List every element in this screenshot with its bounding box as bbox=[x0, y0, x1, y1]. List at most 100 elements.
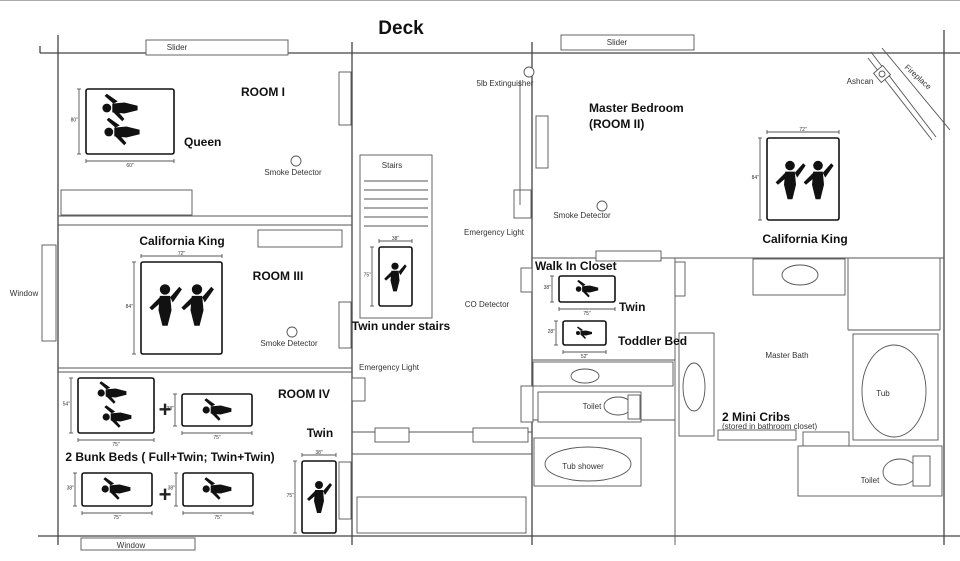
bed-frame bbox=[766, 137, 840, 221]
smoke-detector-1 bbox=[290, 155, 302, 167]
sleeper-icon bbox=[181, 284, 214, 326]
width-dim-label: 38" bbox=[392, 236, 400, 242]
tub-shower-label: Tub shower bbox=[562, 462, 604, 471]
sleeper-icon bbox=[104, 117, 140, 146]
length-dim-label: 80" bbox=[71, 118, 79, 124]
stairs-twin-bed: 38" 75" bbox=[364, 236, 413, 307]
toilet-2-label: Toilet bbox=[861, 476, 880, 485]
california-king-master-label: California King bbox=[762, 232, 847, 246]
labels: Deck Slider Slider 5lb Extinguisher Ashc… bbox=[10, 18, 934, 550]
length-dim-label: 38" bbox=[544, 285, 552, 291]
room4-label: ROOM IV bbox=[278, 387, 330, 401]
plus-2: + bbox=[159, 482, 172, 507]
california-king-3-label: California King bbox=[139, 234, 224, 248]
bunk1-twin-bed: 75" 38" bbox=[167, 393, 253, 441]
toddler-bed: 52"28" bbox=[548, 320, 607, 360]
length-dim-label: 75" bbox=[287, 493, 295, 499]
length-dim-label: 38" bbox=[168, 486, 176, 492]
width-dim-label: 60" bbox=[126, 163, 134, 169]
emergency-light-2-label: Emergency Light bbox=[359, 363, 420, 372]
length-dim-label: 38" bbox=[67, 486, 75, 492]
emergency-light-2 bbox=[351, 377, 366, 402]
window-bottom bbox=[80, 537, 196, 551]
closet-twin-bed: 75" 38" bbox=[544, 275, 616, 317]
width-dim-label: 75" bbox=[583, 311, 591, 317]
length-dim-label: 54" bbox=[63, 402, 71, 408]
emergency-light-1-label: Emergency Light bbox=[464, 228, 525, 237]
width-dim-label: 75" bbox=[113, 515, 121, 521]
slider-right-label: Slider bbox=[607, 38, 628, 47]
bunk2-a-bed: 75" 38" bbox=[67, 472, 153, 521]
walk-in-closet-label: Walk In Closet bbox=[535, 259, 617, 273]
sleeper-icon bbox=[384, 262, 407, 292]
bunk1-full-bed: 75" 54" bbox=[63, 377, 155, 448]
slider-right bbox=[560, 34, 695, 51]
sleeper-icon bbox=[202, 398, 232, 421]
emergency-light-1 bbox=[513, 189, 532, 219]
master-bedroom-label: Master Bedroom bbox=[589, 101, 684, 115]
co-detector-box bbox=[520, 267, 533, 293]
sleeper-icon bbox=[775, 160, 806, 200]
width-dim-label: 75" bbox=[213, 435, 221, 441]
room4-twin-bed: 38" 75" bbox=[287, 450, 337, 534]
wall-fixtures bbox=[41, 34, 695, 551]
window-left bbox=[41, 244, 57, 342]
beds: 60" 80" 72" 84" 72" 84" 38" 75" 75" 38" 52"28" 75" 5… bbox=[63, 88, 840, 534]
smoke-master-label: Smoke Detector bbox=[553, 211, 611, 220]
length-dim-label: 84" bbox=[752, 175, 760, 181]
california-king-3-bed: 72" 84" bbox=[126, 251, 223, 355]
sleeper-icon bbox=[149, 284, 182, 326]
smoke3-label: Smoke Detector bbox=[260, 339, 318, 348]
width-dim-label: 52" bbox=[581, 354, 589, 360]
window-left-label: Window bbox=[10, 289, 39, 298]
sleeper-icon bbox=[202, 477, 232, 500]
room3-label: ROOM III bbox=[253, 269, 304, 283]
queen-label: Queen bbox=[184, 135, 221, 149]
width-dim-label: 72" bbox=[178, 251, 186, 257]
fireplace bbox=[867, 47, 951, 141]
width-dim-label: 38" bbox=[315, 450, 323, 456]
plus-1: + bbox=[159, 397, 172, 422]
extinguisher-label: 5lb Extinguisher bbox=[477, 79, 534, 88]
queen-bed: 60" 80" bbox=[71, 88, 175, 169]
twin-under-stairs-label: Twin under stairs bbox=[352, 319, 451, 333]
bed-frame bbox=[140, 261, 223, 355]
slider-left bbox=[145, 39, 289, 56]
sleeper-icon bbox=[803, 160, 834, 200]
toddler-bed-label: Toddler Bed bbox=[618, 334, 687, 348]
mini-cribs-note: (stored in bathroom closet) bbox=[722, 422, 817, 431]
mini-cribs-label: 2 Mini Cribs bbox=[722, 410, 790, 424]
sleeper-icon bbox=[102, 93, 138, 122]
deck-title: Deck bbox=[378, 18, 424, 39]
master-bath-label: Master Bath bbox=[765, 351, 808, 360]
room2-label: (ROOM II) bbox=[589, 117, 644, 131]
extinguisher-marker bbox=[523, 66, 535, 78]
window-bottom-label: Window bbox=[117, 541, 146, 550]
length-dim-label: 75" bbox=[364, 273, 372, 279]
length-dim-label: 84" bbox=[126, 304, 134, 310]
toilet-1-label: Toilet bbox=[583, 402, 602, 411]
stairs-label: Stairs bbox=[382, 161, 402, 170]
ashcan-label: Ashcan bbox=[847, 77, 874, 86]
bed-frame bbox=[77, 377, 155, 434]
sleeper-icon bbox=[97, 381, 127, 404]
bunk-beds-label: 2 Bunk Beds ( Full+Twin; Twin+Twin) bbox=[65, 450, 274, 464]
twin-room4-label: Twin bbox=[307, 426, 333, 440]
slider-left-label: Slider bbox=[167, 43, 188, 52]
co-detector-label: CO Detector bbox=[465, 300, 510, 309]
california-king-master-bed: 72" 84" bbox=[752, 127, 840, 221]
width-dim-label: 75" bbox=[112, 442, 120, 448]
fireplace-label: Fireplace bbox=[903, 63, 934, 92]
sleeper-icon bbox=[101, 477, 131, 500]
bunk2-b-bed: 75" 38" bbox=[168, 472, 254, 521]
bed-frame bbox=[85, 88, 175, 155]
width-dim-label: 72" bbox=[799, 127, 807, 133]
twin-closet-label: Twin bbox=[619, 300, 645, 314]
width-dim-label: 75" bbox=[214, 515, 222, 521]
mini-cribs-closet bbox=[717, 429, 797, 441]
sleeper-icon bbox=[307, 481, 332, 513]
length-dim-label: 38" bbox=[167, 406, 175, 412]
room1-label: ROOM I bbox=[241, 85, 285, 99]
sleeper-icon bbox=[575, 279, 599, 298]
